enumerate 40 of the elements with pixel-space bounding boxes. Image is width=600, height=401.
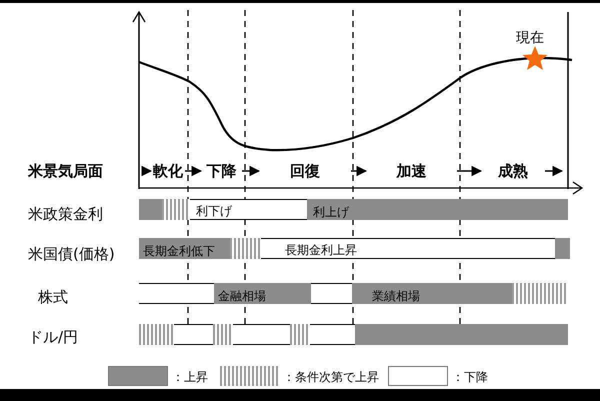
row-header: 米景気局面	[28, 161, 103, 182]
phase-bar: 利下げ	[190, 199, 307, 220]
row-header: 米国債(価格)	[28, 244, 115, 265]
arrow	[142, 166, 152, 176]
phase-bar	[139, 324, 174, 345]
phase-bar: 利上げ	[307, 199, 568, 220]
phase-bar: 長期金利上昇	[261, 238, 555, 259]
phase-label: 軟化	[150, 160, 186, 182]
legend-label: ：条件次第で上昇	[283, 369, 379, 386]
arrow	[545, 166, 564, 176]
phase-bar	[230, 238, 261, 259]
legend-label: ：下降	[452, 369, 488, 386]
phase-bar	[512, 283, 568, 304]
phase-bar	[162, 199, 190, 220]
phase-bar	[213, 324, 233, 345]
phase-bar	[174, 324, 213, 345]
phase-bar: 金融相場	[214, 283, 311, 304]
phase-bar	[290, 324, 310, 345]
row-header: 株式	[38, 287, 68, 308]
phase-label: 成熟	[480, 160, 546, 182]
phase-bar	[555, 238, 570, 259]
arrow	[457, 166, 482, 176]
phase-label: 下降	[200, 160, 243, 182]
arrow	[185, 166, 202, 176]
phase-bar	[355, 324, 568, 345]
star-label: 現在	[516, 29, 544, 48]
row-header: ドル/円	[28, 327, 78, 348]
phase-bar	[233, 324, 290, 345]
row-header: 米政策金利	[28, 204, 103, 225]
phase-bar: 長期金利低下	[139, 238, 230, 259]
legend-label: ：上昇	[172, 369, 208, 386]
phase-bar	[139, 199, 162, 220]
phase-bar	[310, 324, 355, 345]
phase-bar	[139, 283, 214, 304]
phase-label: 加速	[365, 160, 458, 182]
phase-bar: 業績相場	[352, 283, 512, 304]
arrow	[351, 166, 368, 176]
phase-label: 回復	[258, 160, 352, 182]
arrow	[242, 166, 260, 176]
phase-bar	[311, 283, 352, 304]
